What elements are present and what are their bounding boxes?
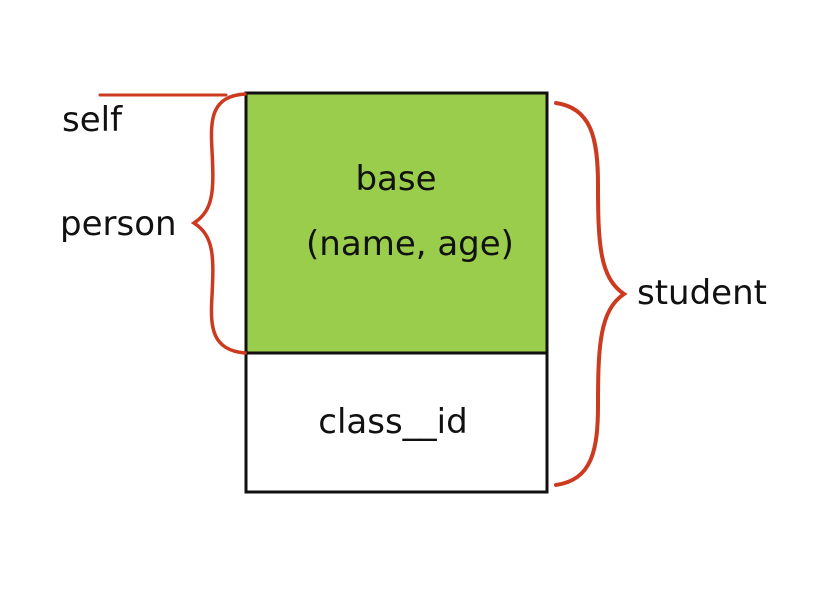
person-label: person	[60, 204, 177, 244]
derived-title: class__id	[318, 402, 468, 442]
base-block	[244, 91, 549, 355]
self-label: self	[62, 100, 123, 140]
student-label: student	[637, 273, 767, 313]
student-brace	[554, 101, 628, 487]
base-title: base	[355, 159, 437, 199]
base-fields: (name, age)	[306, 224, 514, 264]
derived-block	[244, 351, 549, 494]
person-brace	[190, 92, 247, 355]
